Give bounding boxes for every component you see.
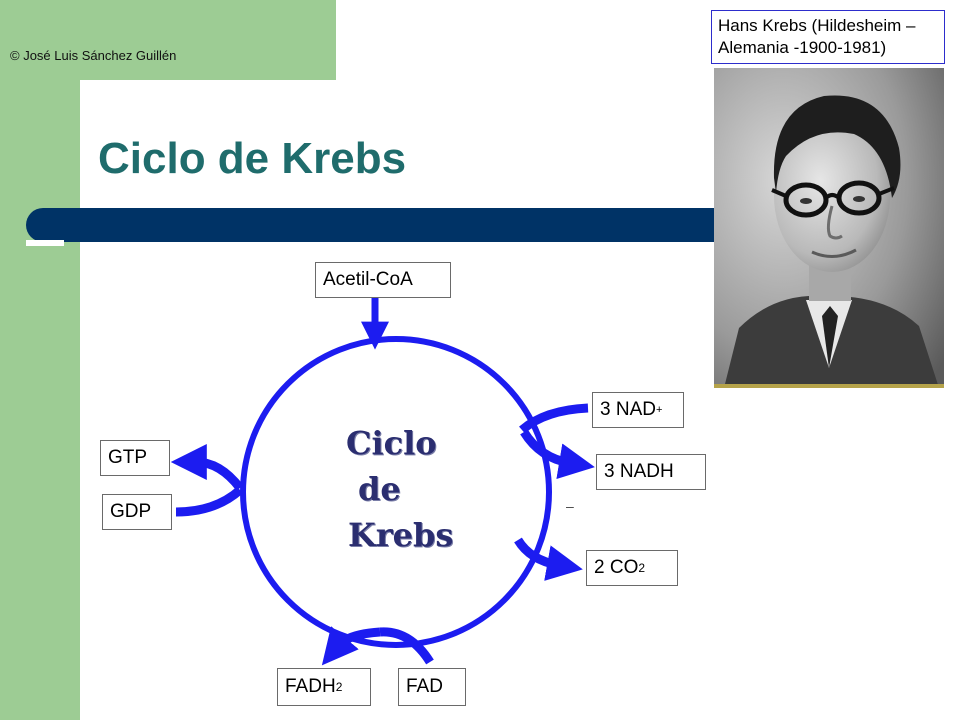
caption-line-2: Alemania -1900-1981): [718, 38, 887, 57]
acetil-coa-text: Acetil-CoA: [323, 269, 413, 290]
nad-superscript: +: [655, 404, 663, 416]
gdp-text: GDP: [110, 501, 152, 522]
nad-input-arrow: [519, 403, 589, 434]
title-underline-bar: [26, 208, 746, 242]
portrait-photo: [714, 68, 944, 388]
slide-title: Ciclo de Krebs: [98, 134, 407, 183]
nad-label: 3 NAD+: [592, 392, 684, 428]
cycle-label-line-3: Krebs: [348, 516, 454, 554]
nadh-label: 3 NADH: [596, 454, 706, 490]
fadh-text: FADH: [285, 676, 336, 697]
co2-output-arrow: [514, 537, 583, 581]
decor-white-corner: [80, 80, 180, 180]
gdp-input-arrow: [175, 486, 243, 517]
co2-text: 2 CO: [594, 557, 639, 578]
caption-line-1: Hans Krebs (Hildesheim –: [718, 16, 916, 35]
fad-label: FAD: [398, 668, 466, 706]
decor-green-sidebar: [0, 0, 80, 720]
cycle-circle: [240, 336, 552, 648]
gdp-label: GDP: [102, 494, 172, 530]
nad-text: 3 NAD: [600, 399, 656, 420]
acetil-coa-label: Acetil-CoA: [315, 262, 451, 298]
gtp-text: GTP: [108, 447, 148, 468]
gtp-label: GTP: [100, 440, 170, 476]
nadh-output-arrow: [520, 429, 595, 479]
cycle-label-line-2: de: [358, 470, 401, 508]
fad-input-arrow: [379, 627, 434, 665]
cycle-label-line-1: Ciclo: [346, 424, 437, 462]
nadh-text: 3 NADH: [604, 461, 674, 482]
fad-text: FAD: [406, 676, 443, 697]
dash-mark: –: [566, 498, 574, 514]
gtp-output-arrow: [170, 444, 244, 491]
fadh-subscript: 2: [335, 680, 343, 694]
copyright-text: © José Luis Sánchez Guillén: [10, 48, 177, 63]
title-bar-notch: [26, 240, 64, 246]
portrait-caption: Hans Krebs (Hildesheim – Alemania -1900-…: [711, 10, 945, 64]
co2-subscript: 2: [638, 561, 646, 575]
fadh-output-arrow: [321, 626, 381, 666]
